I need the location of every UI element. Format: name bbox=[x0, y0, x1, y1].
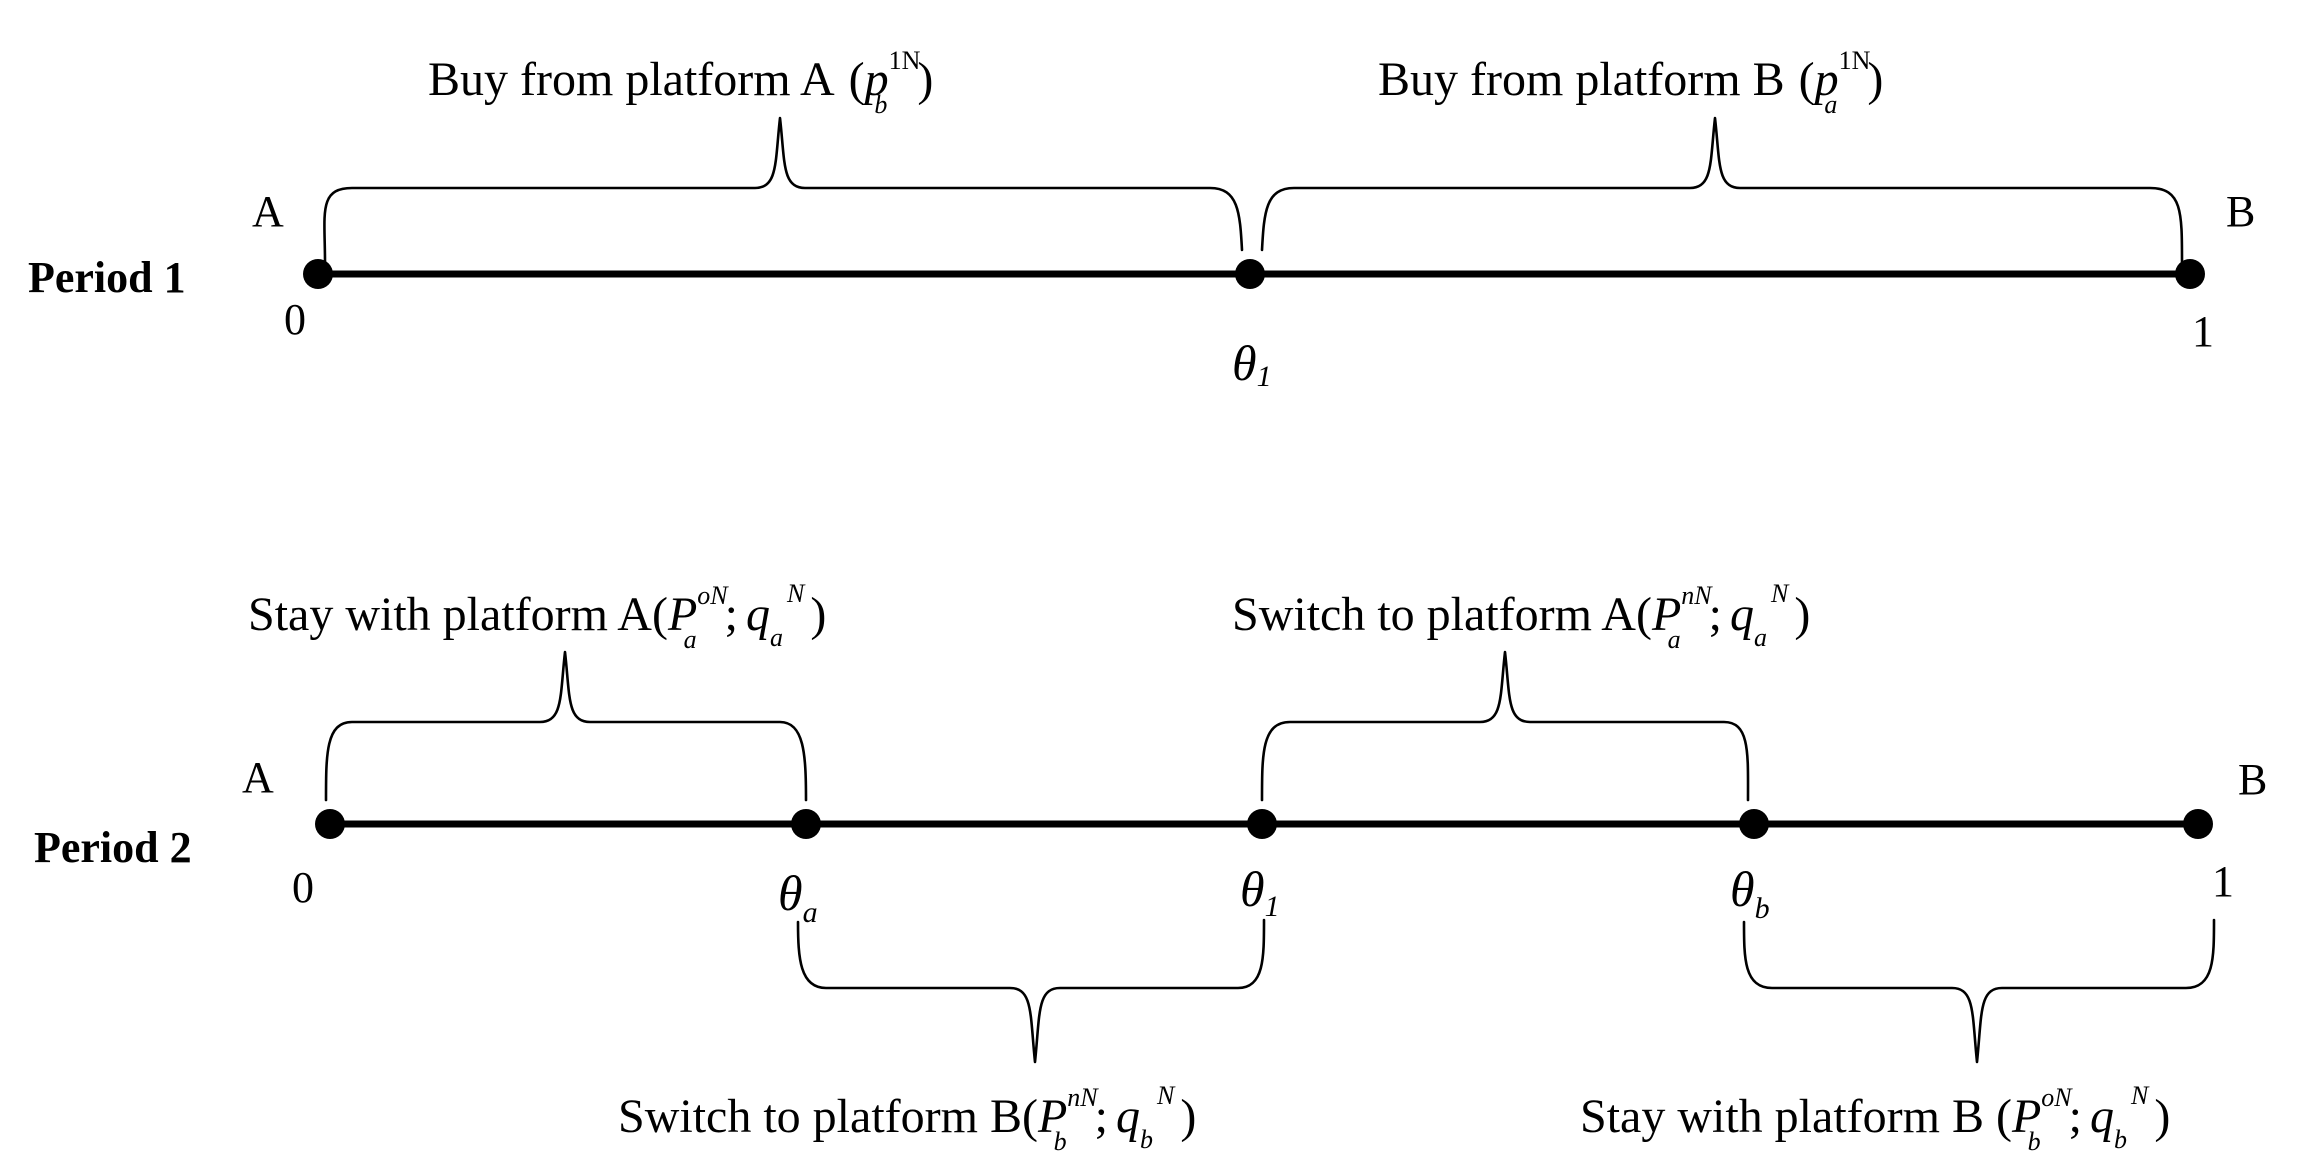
theta-symbol: θ bbox=[1232, 335, 1257, 391]
stay-b-p-symbol: P bbox=[2011, 1090, 2041, 1143]
switch-a-q-superscript: N bbox=[1770, 579, 1790, 608]
stay-b-q-subscript: b bbox=[2114, 1125, 2127, 1154]
switch-b-q-symbol: q bbox=[1116, 1090, 1140, 1143]
stay-b-text: Stay with platform B ( bbox=[1580, 1090, 2012, 1143]
stay-a-p-superscript: oN bbox=[697, 581, 729, 610]
switch-a-paren-close: ) bbox=[1794, 588, 1810, 641]
period-1-end-b-label: B bbox=[2226, 187, 2255, 236]
stay-a-p-subscript: a bbox=[684, 625, 697, 654]
period-2-point-0 bbox=[315, 809, 345, 839]
switch-a-p-superscript: nN bbox=[1681, 581, 1713, 610]
switch-b-p-superscript: nN bbox=[1067, 1083, 1099, 1112]
theta-b-symbol: θ bbox=[1730, 861, 1755, 917]
theta-a-symbol: θ bbox=[778, 865, 803, 921]
period-1-point-theta1 bbox=[1235, 259, 1265, 289]
theta-a-subscript: a bbox=[803, 896, 818, 929]
theta-b-subscript: b bbox=[1755, 892, 1770, 925]
stay-a-separator: ; bbox=[725, 588, 738, 641]
period-1-zero-label: 0 bbox=[284, 295, 306, 344]
stay-b-p-superscript: oN bbox=[2041, 1083, 2073, 1112]
stay-b-separator: ; bbox=[2069, 1090, 2082, 1143]
stay-a-q-subscript: a bbox=[770, 623, 783, 652]
stay-a-text: Stay with platform A( bbox=[248, 588, 668, 641]
period-2-point-theta-b bbox=[1739, 809, 1769, 839]
period-2-end-a-label: A bbox=[242, 753, 274, 802]
period-1-label: Period 1 bbox=[28, 253, 186, 302]
buy-b-paren-close: ) bbox=[1867, 53, 1883, 106]
buy-a-subscript: b bbox=[874, 90, 887, 119]
stay-a-q-symbol: q bbox=[746, 588, 770, 641]
period-2-group: Period 2 A B 0 1 θa θ1 θb Stay with plat… bbox=[34, 579, 2267, 1156]
period-2-zero-label: 0 bbox=[292, 863, 314, 912]
stay-b-q-superscript: N bbox=[2130, 1081, 2150, 1110]
stay-b-p-subscript: b bbox=[2028, 1127, 2041, 1156]
period-2-one-label: 1 bbox=[2212, 857, 2234, 906]
period-2-brace-stay-a bbox=[324, 650, 808, 802]
switch-a-text: Switch to platform A( bbox=[1232, 588, 1652, 641]
period-2-theta-a-label: θa bbox=[778, 865, 818, 929]
period-1-brace-buy-b bbox=[1260, 116, 2184, 264]
buy-b-text: Buy from platform B bbox=[1378, 53, 1785, 106]
period-1-theta-label: θ1 bbox=[1232, 335, 1272, 393]
period-1-point-1 bbox=[2175, 259, 2205, 289]
period-1-brace-buy-a bbox=[323, 116, 1244, 264]
stay-b-paren-close: ) bbox=[2154, 1090, 2170, 1143]
buy-b-paren-open: ( bbox=[1799, 53, 1815, 106]
switch-a-separator: ; bbox=[1709, 588, 1722, 641]
period-2-end-b-label: B bbox=[2238, 755, 2267, 804]
period-1-one-label: 1 bbox=[2192, 307, 2214, 356]
buy-a-paren-open: ( bbox=[849, 53, 865, 106]
switch-b-separator: ; bbox=[1095, 1090, 1108, 1143]
buy-a-text: Buy from platform A bbox=[428, 53, 835, 106]
buy-a-p-symbol: p bbox=[862, 53, 889, 106]
switch-b-paren-close: ) bbox=[1180, 1090, 1196, 1143]
stay-b-q-symbol: q bbox=[2090, 1090, 2114, 1143]
buy-a-paren-close: ) bbox=[917, 53, 933, 106]
period-2-point-theta-a bbox=[791, 809, 821, 839]
buy-a-superscript: 1N bbox=[889, 46, 921, 75]
period-2-point-theta1 bbox=[1247, 809, 1277, 839]
period-2-brace-stay-b bbox=[1742, 918, 2216, 1064]
switch-b-text: Switch to platform B( bbox=[618, 1090, 1038, 1143]
theta-1-subscript: 1 bbox=[1265, 890, 1280, 923]
period-1-end-a-label: A bbox=[252, 187, 284, 236]
stay-a-paren-close: ) bbox=[810, 588, 826, 641]
switch-b-q-superscript: N bbox=[1156, 1081, 1176, 1110]
period-2-point-1 bbox=[2183, 809, 2213, 839]
switch-b-q-subscript: b bbox=[1140, 1125, 1153, 1154]
period-2-theta-1-label: θ1 bbox=[1240, 861, 1280, 923]
period-2-brace-switch-a bbox=[1260, 650, 1750, 802]
period-1-point-0 bbox=[303, 259, 333, 289]
stay-a-q-superscript: N bbox=[786, 579, 806, 608]
period-2-label: Period 2 bbox=[34, 823, 192, 872]
switch-b-p-subscript: b bbox=[1054, 1127, 1067, 1156]
buy-b-p-symbol: p bbox=[1812, 53, 1839, 106]
buy-b-superscript: 1N bbox=[1839, 46, 1871, 75]
period-1-group: Period 1 A B 0 1 θ1 Buy from platform A(… bbox=[28, 46, 2255, 393]
period-2-brace-switch-b bbox=[796, 918, 1266, 1064]
switch-b-p-symbol: P bbox=[1037, 1090, 1067, 1143]
switch-a-q-symbol: q bbox=[1730, 588, 1754, 641]
theta-subscript: 1 bbox=[1257, 360, 1272, 393]
period-2-theta-b-label: θb bbox=[1730, 861, 1770, 925]
buy-b-subscript: a bbox=[1824, 90, 1837, 119]
switch-a-p-symbol: P bbox=[1651, 588, 1681, 641]
switch-a-p-subscript: a bbox=[1668, 625, 1681, 654]
switch-a-q-subscript: a bbox=[1754, 623, 1767, 652]
theta-1-symbol: θ bbox=[1240, 861, 1265, 917]
stay-a-p-symbol: P bbox=[667, 588, 697, 641]
